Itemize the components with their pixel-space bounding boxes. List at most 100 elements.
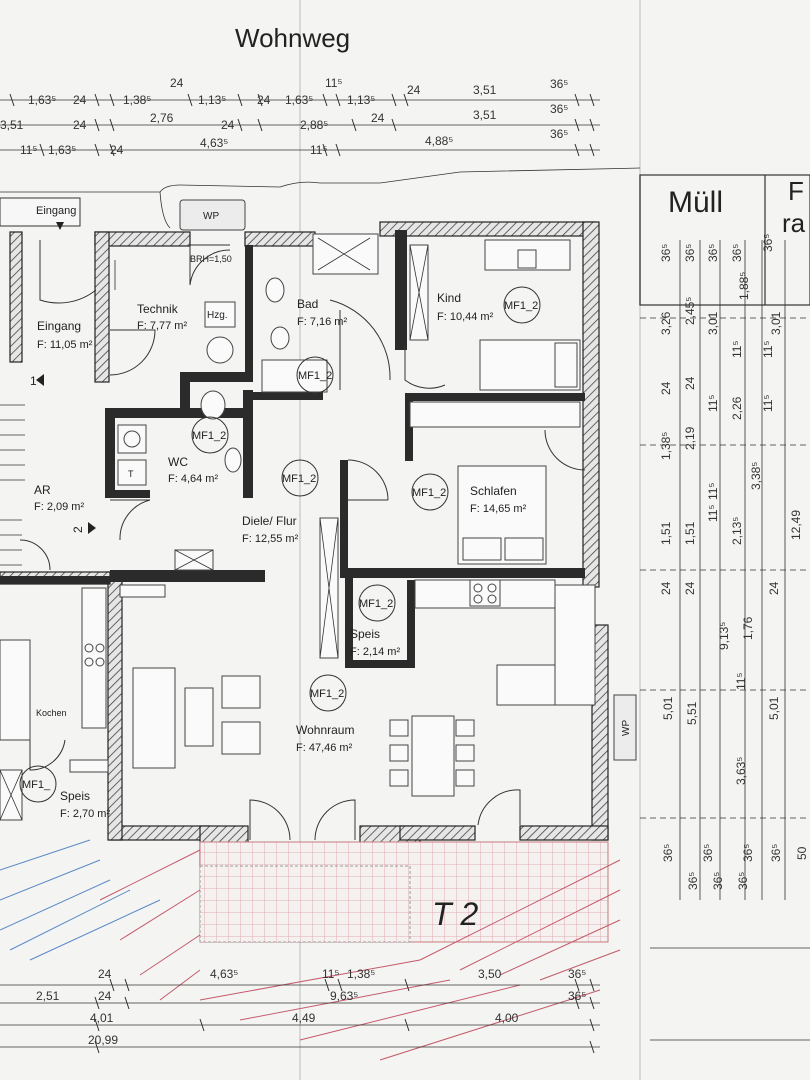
dim-right: 1,38⁵ xyxy=(659,432,673,460)
dim-top: 1,63⁵ xyxy=(28,93,56,107)
room-wohnraum-name: Wohnraum xyxy=(296,723,354,737)
doors xyxy=(19,240,586,841)
section-number: 1 xyxy=(30,374,37,388)
dim-right: 9,13⁵ xyxy=(717,622,731,650)
street-edge xyxy=(0,167,641,193)
street-label: Wohnweg xyxy=(235,23,350,53)
room-speis-name: Speis xyxy=(350,627,380,641)
dim-right: 11⁵ xyxy=(734,673,748,690)
room-bad-name: Bad xyxy=(297,297,318,311)
room-kind-name: Kind xyxy=(437,291,461,305)
dim-top: 24 xyxy=(73,118,87,132)
dim-right: 36⁵ xyxy=(706,244,720,262)
dim-right: 24 xyxy=(659,581,673,595)
dim-top: 4,63⁵ xyxy=(200,136,228,150)
heat-pump-label: WP xyxy=(203,211,219,222)
room-bad-area: F: 7,16 m² xyxy=(297,316,347,328)
dim-bottom: 9,63⁵ xyxy=(330,989,358,1003)
mf-markers xyxy=(19,286,541,803)
dim-top: 24 xyxy=(371,111,385,125)
room-technik-area: F: 7,77 m² xyxy=(137,320,187,332)
interior-walls xyxy=(0,230,585,668)
dim-right: 11⁵ xyxy=(706,505,720,522)
room-speis-area: F: 2,14 m² xyxy=(350,646,400,658)
entrance-arrow-icon xyxy=(56,222,64,230)
dim-top: 36⁵ xyxy=(550,102,568,116)
entrance-sign-label: Eingang xyxy=(36,205,76,217)
partial-room-label: ra xyxy=(782,208,806,238)
garbage-shed xyxy=(639,174,810,306)
section-arrow-icon xyxy=(36,374,44,386)
mf-label: MF1_2 xyxy=(310,688,344,700)
dim-right: 24 xyxy=(659,381,673,395)
dim-top: 24 xyxy=(221,118,235,132)
dim-top: 11⁵ xyxy=(310,143,327,157)
dim-bottom: 1,38⁵ xyxy=(347,967,375,981)
room-technik-name: Technik xyxy=(137,302,179,316)
dim-top: 3,51 xyxy=(473,108,497,122)
dryer-label: T xyxy=(128,469,134,479)
dim-right: 12,49 xyxy=(789,510,803,540)
dim-right: 36⁵ xyxy=(683,244,697,262)
room-eingang-area: F: 11,05 m² xyxy=(37,339,93,351)
dim-top: 1,13⁵ xyxy=(198,93,226,107)
street-edge xyxy=(159,191,171,229)
dim-top: 11⁵ xyxy=(325,76,342,90)
dim-right: 5,01 xyxy=(661,696,675,720)
dim-right: 1,51 xyxy=(683,521,697,545)
dim-right: 11⁵ xyxy=(730,341,744,358)
terrace-inner xyxy=(199,865,411,943)
dim-right: 36⁵ xyxy=(741,844,755,862)
brh-note: BRH=1,50 xyxy=(190,254,232,264)
dim-top: 2,76 xyxy=(150,111,174,125)
dim-top: 3,51 xyxy=(473,83,497,97)
dim-right: 24 xyxy=(683,581,697,595)
room-diele-area: F: 12,55 m² xyxy=(242,533,299,545)
dim-top: 2,88⁵ xyxy=(300,118,328,132)
heat-pump-unit-right xyxy=(613,694,637,761)
mf-label: MF1_2 xyxy=(359,598,393,610)
dim-bottom: 20,99 xyxy=(88,1033,118,1047)
dim-top: 24 xyxy=(257,93,271,107)
room-wc-name: WC xyxy=(168,455,188,469)
dim-right: 1,51 xyxy=(659,521,673,545)
room-schlafen-area: F: 14,65 m² xyxy=(470,503,527,515)
room-speis2-area: F: 2,70 m² xyxy=(60,808,110,820)
dim-bottom: 24 xyxy=(98,967,112,981)
mf-label: MF1_2 xyxy=(412,487,446,499)
furniture: Hzg. T xyxy=(0,233,596,821)
dim-top: 36⁵ xyxy=(550,77,568,91)
pencil-shading xyxy=(0,839,621,1061)
dim-right: 2,19 xyxy=(683,426,697,450)
dim-right: 11⁵ xyxy=(706,395,720,412)
dim-right: 36⁵ xyxy=(769,844,783,862)
dim-right: 3,01 xyxy=(706,311,720,335)
terrace-label: T 2 xyxy=(432,896,478,932)
garbage-label: Müll xyxy=(668,186,723,219)
dim-bottom: 36⁵ xyxy=(568,967,586,981)
dim-top: 1,13⁵ xyxy=(347,93,375,107)
dim-right: 36⁵ xyxy=(736,872,750,890)
room-wc-area: F: 4,64 m² xyxy=(168,473,218,485)
dim-right: 1,88⁵ xyxy=(737,272,751,300)
room-ar-area: F: 2,09 m² xyxy=(34,501,84,513)
dim-right: 2,45⁵ xyxy=(683,297,697,325)
dim-top: 24 xyxy=(407,83,421,97)
dim-top: 4,88⁵ xyxy=(425,134,453,148)
dim-right: 36⁵ xyxy=(661,844,675,862)
room-kind-area: F: 10,44 m² xyxy=(437,311,494,323)
dim-top: 3,51 xyxy=(0,118,24,132)
dim-right: 3,38⁵ xyxy=(749,462,763,490)
dim-right: 3,01 xyxy=(769,311,783,335)
dim-right: 36⁵ xyxy=(701,844,715,862)
dim-right: 3,26 xyxy=(659,311,673,335)
dim-right: 2,13⁵ xyxy=(730,517,744,545)
heat-pump-right-label: WP xyxy=(621,720,632,736)
dim-right: 11⁵ xyxy=(761,341,775,358)
room-kochen-name: Kochen xyxy=(36,708,67,718)
dim-right: 3,63⁵ xyxy=(734,757,748,785)
dim-bottom: 11⁵ xyxy=(322,967,339,981)
dim-top: 24 xyxy=(170,76,184,90)
bottom-dimensions xyxy=(0,978,600,1054)
